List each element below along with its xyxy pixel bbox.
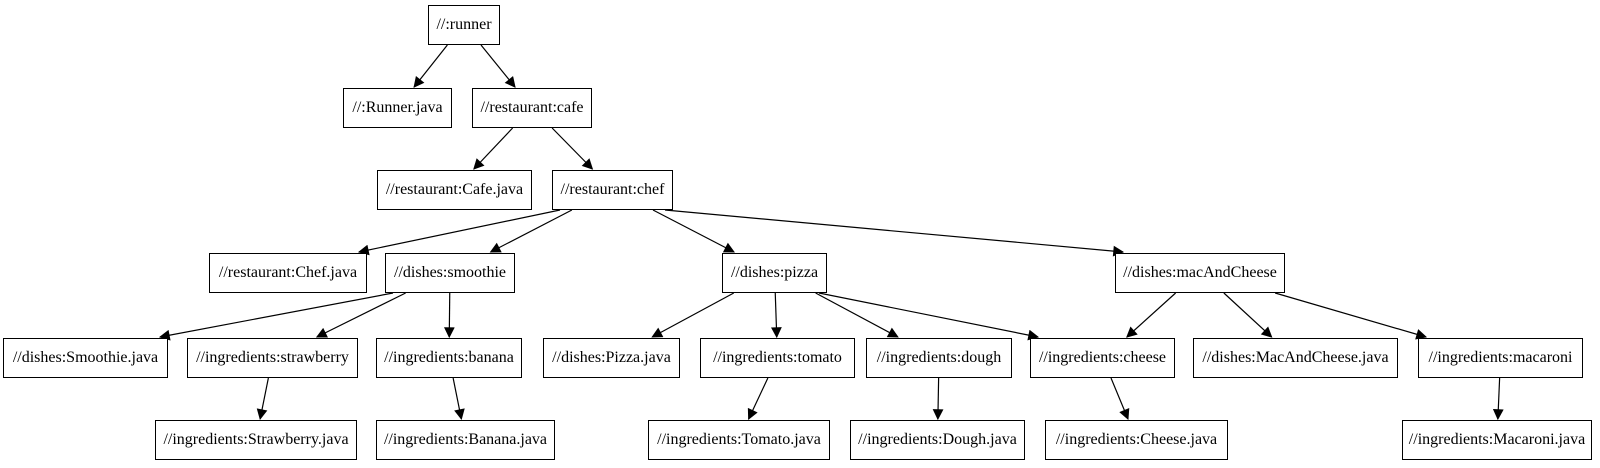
graph-node-chef: //restaurant:chef [552, 170, 673, 210]
graph-node-strawberry-java: //ingredients:Strawberry.java [155, 420, 357, 460]
edge-chef-to-smoothie [489, 209, 573, 253]
edge-cheese-to-cheese-java [1110, 377, 1130, 420]
edge-smoothie-to-banana [443, 292, 455, 339]
graph-node-banana: //ingredients:banana [376, 338, 522, 378]
graph-node-label: //restaurant:Cafe.java [385, 181, 524, 198]
edge-tomato-to-tomato-java [747, 377, 769, 420]
edge-chef-to-pizza [652, 209, 735, 253]
graph-node-cheese: //ingredients:cheese [1030, 338, 1175, 378]
graph-node-label: //ingredients:Macaroni.java [1408, 431, 1586, 448]
graph-node-strawberry: //ingredients:strawberry [187, 338, 358, 378]
graph-node-pizza-java: //dishes:Pizza.java [543, 338, 680, 378]
graph-node-mac-and-cheese: //dishes:macAndCheese [1115, 253, 1285, 293]
graph-node-cafe: //restaurant:cafe [472, 88, 592, 128]
graph-node-smoothie: //dishes:smoothie [385, 253, 515, 293]
graph-node-label: //dishes:Pizza.java [552, 349, 671, 366]
graph-node-tomato-java: //ingredients:Tomato.java [648, 420, 830, 460]
graph-node-macaroni: //ingredients:macaroni [1418, 338, 1583, 378]
graph-node-dough: //ingredients:dough [866, 338, 1012, 378]
edge-mac-and-cheese-to-cheese [1126, 292, 1177, 338]
graph-node-label: //ingredients:dough [876, 349, 1002, 366]
edge-smoothie-to-smoothie-java [158, 292, 394, 341]
edge-banana-to-banana-java [452, 377, 465, 421]
edge-pizza-to-pizza-java [651, 292, 735, 338]
edge-chef-to-chef-java [357, 209, 561, 256]
graph-node-tomato: //ingredients:tomato [700, 338, 855, 378]
edge-pizza-to-tomato [771, 292, 782, 339]
graph-node-label: //ingredients:Dough.java [858, 431, 1017, 448]
edge-chef-to-mac-and-cheese [664, 209, 1125, 257]
edge-pizza-to-cheese [818, 292, 1040, 341]
graph-node-smoothie-java: //dishes:Smoothie.java [3, 338, 168, 378]
graph-node-dough-java: //ingredients:Dough.java [850, 420, 1025, 460]
graph-node-runner-java: //:Runner.java [343, 88, 452, 128]
graph-node-label: //ingredients:Banana.java [383, 431, 548, 448]
graph-node-label: //ingredients:Strawberry.java [163, 431, 349, 448]
graph-node-label: //ingredients:macaroni [1428, 349, 1573, 366]
graph-node-label: //dishes:pizza [730, 264, 819, 281]
graph-node-runner: //:runner [428, 5, 500, 45]
edge-strawberry-to-strawberry-java [256, 377, 269, 421]
edge-cafe-to-chef [551, 127, 594, 170]
graph-node-label: //ingredients:Cheese.java [1055, 431, 1218, 448]
graph-node-label: //restaurant:cafe [480, 99, 584, 116]
graph-node-label: //ingredients:tomato [713, 349, 842, 366]
graph-node-cheese-java: //ingredients:Cheese.java [1045, 420, 1228, 460]
graph-node-pizza: //dishes:pizza [722, 253, 827, 293]
graph-node-mac-and-cheese-java: //dishes:MacAndCheese.java [1193, 338, 1398, 378]
graph-node-label: //ingredients:Tomato.java [657, 431, 821, 448]
graph-node-label: //dishes:MacAndCheese.java [1202, 349, 1389, 366]
edge-mac-and-cheese-to-macaroni [1274, 292, 1428, 340]
graph-node-label: //ingredients:strawberry [196, 349, 349, 366]
graph-node-label: //:runner [436, 16, 492, 33]
graph-node-banana-java: //ingredients:Banana.java [376, 420, 555, 460]
graph-node-label: //:Runner.java [352, 99, 443, 116]
graph-node-label: //ingredients:cheese [1038, 349, 1167, 366]
graph-node-cafe-java: //restaurant:Cafe.java [377, 170, 532, 210]
graph-node-label: //restaurant:chef [560, 181, 665, 198]
graph-node-label: //ingredients:banana [384, 349, 514, 366]
edge-runner-to-runner-java [413, 44, 448, 88]
edge-cafe-to-cafe-java [473, 127, 514, 170]
graph-node-macaroni-java: //ingredients:Macaroni.java [1402, 420, 1592, 460]
edge-smoothie-to-strawberry [315, 292, 406, 338]
graph-node-label: //restaurant:Chef.java [218, 264, 358, 281]
graph-node-label: //dishes:macAndCheese [1123, 264, 1277, 281]
edge-runner-to-cafe [480, 44, 516, 88]
graph-node-label: //dishes:smoothie [394, 264, 506, 281]
edge-mac-and-cheese-to-mac-and-cheese-java [1223, 292, 1273, 338]
graph-node-label: //dishes:Smoothie.java [12, 349, 159, 366]
edge-dough-to-dough-java [932, 377, 944, 421]
edge-pizza-to-dough [815, 292, 899, 338]
graph-node-chef-java: //restaurant:Chef.java [209, 253, 367, 293]
edge-macaroni-to-macaroni-java [1492, 377, 1504, 421]
